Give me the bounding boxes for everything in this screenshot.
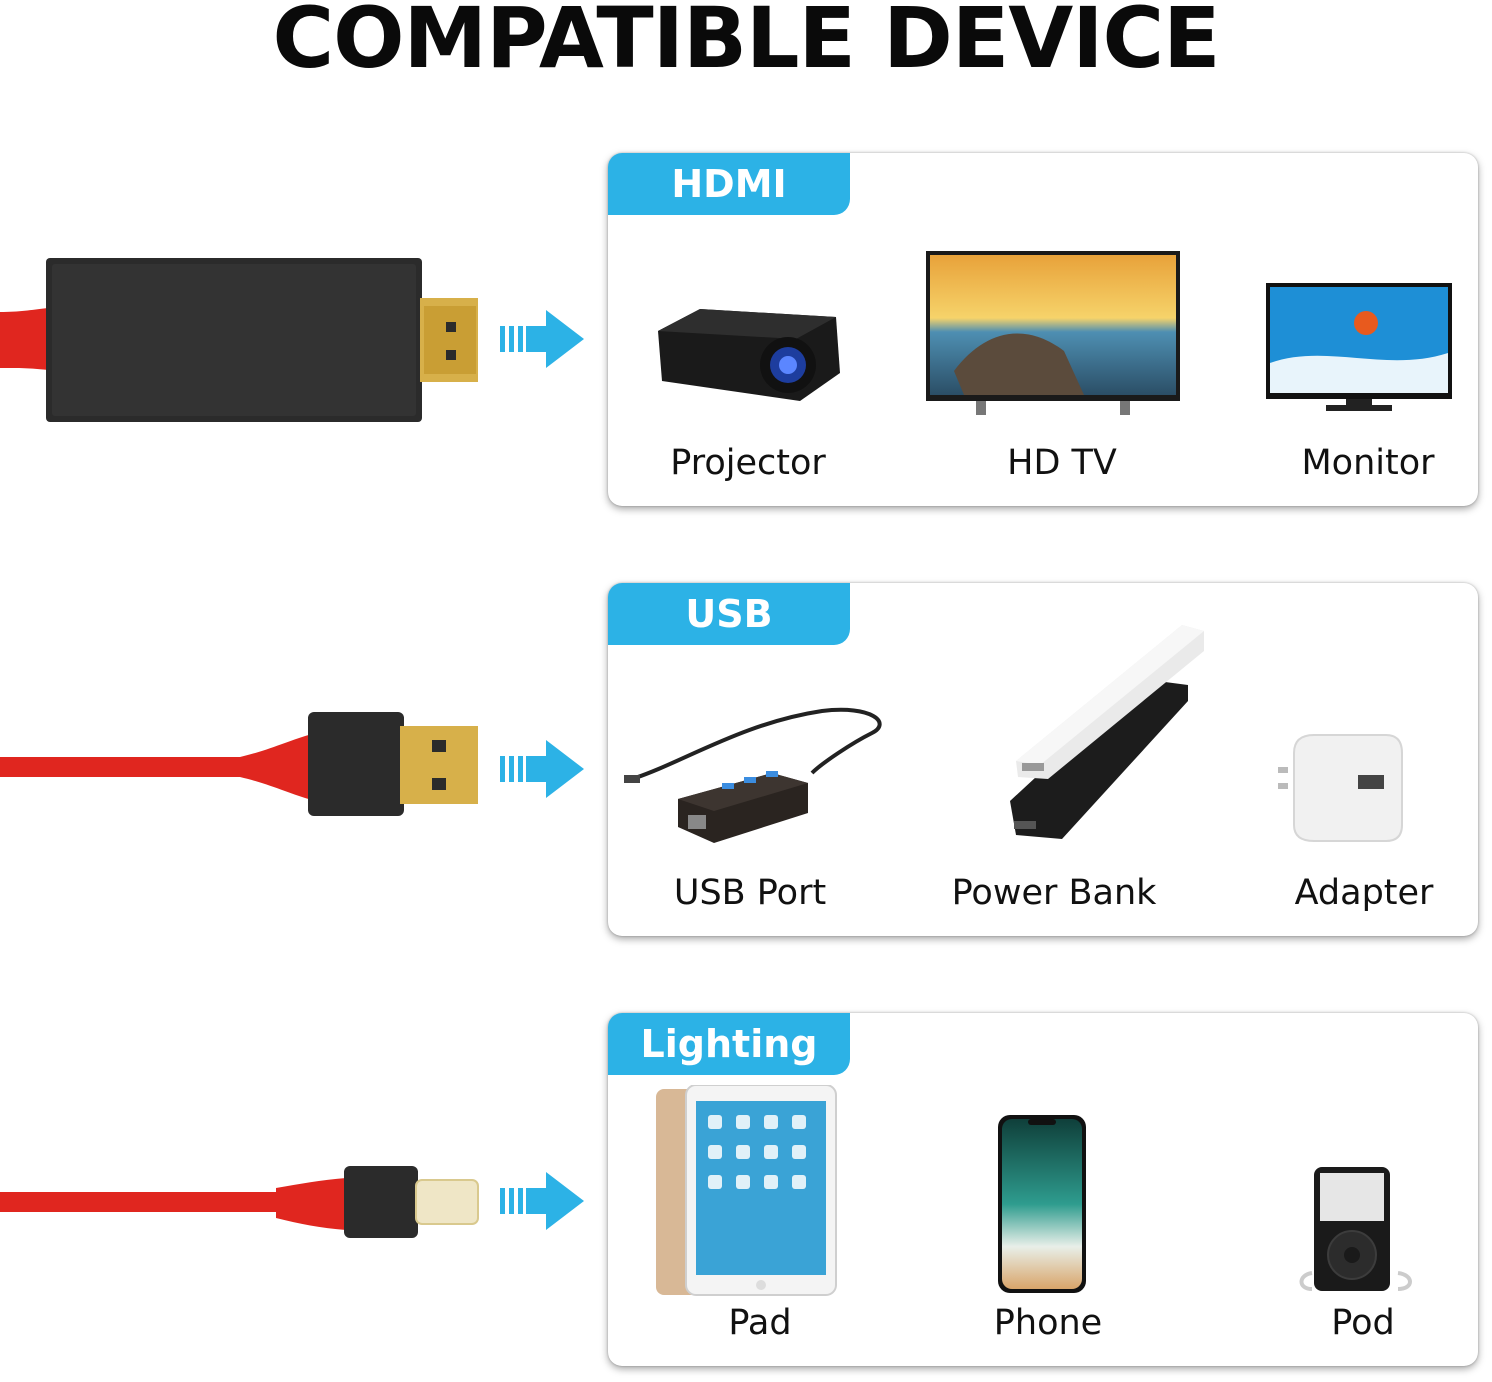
projector-icon [658, 309, 840, 401]
device-label: Phone [993, 1303, 1103, 1343]
device-label: Adapter [1294, 873, 1434, 913]
arrow-right-icon [500, 740, 584, 798]
monitor-icon [1266, 283, 1452, 411]
tv-icon [926, 251, 1180, 415]
power-bank-icon [1010, 625, 1204, 839]
tab-hdmi: HDMI [608, 153, 850, 215]
tab-lighting: Lighting [608, 1013, 850, 1075]
device-label: Projector [670, 443, 826, 483]
power-adapter-icon [1278, 734, 1403, 842]
device-label: Monitor [1301, 443, 1435, 483]
music-player-icon [1299, 1167, 1412, 1291]
hdmi-connector [0, 258, 478, 422]
arrow-right-icon [500, 1172, 584, 1230]
lightning-connector [0, 1166, 479, 1238]
usb-connector [0, 712, 478, 816]
device-label: Pad [728, 1303, 792, 1343]
usb-card: USB USB Port Power Bank Adapter [608, 583, 1478, 936]
tablet-icon [656, 1085, 837, 1296]
usb-hub-icon [624, 707, 882, 843]
device-label: HD TV [1007, 443, 1117, 483]
page-title: COMPATIBLE DEVICE [272, 0, 1220, 87]
hdmi-card: HDMI Projector HD TV Monitor [608, 153, 1478, 506]
device-label: Power Bank [951, 873, 1157, 913]
device-label: Pod [1331, 1303, 1395, 1343]
device-label: USB Port [673, 873, 827, 913]
arrow-right-icon [500, 310, 584, 368]
lighting-card: Lighting [608, 1013, 1478, 1366]
phone-icon [998, 1115, 1086, 1293]
tab-usb: USB [608, 583, 850, 645]
